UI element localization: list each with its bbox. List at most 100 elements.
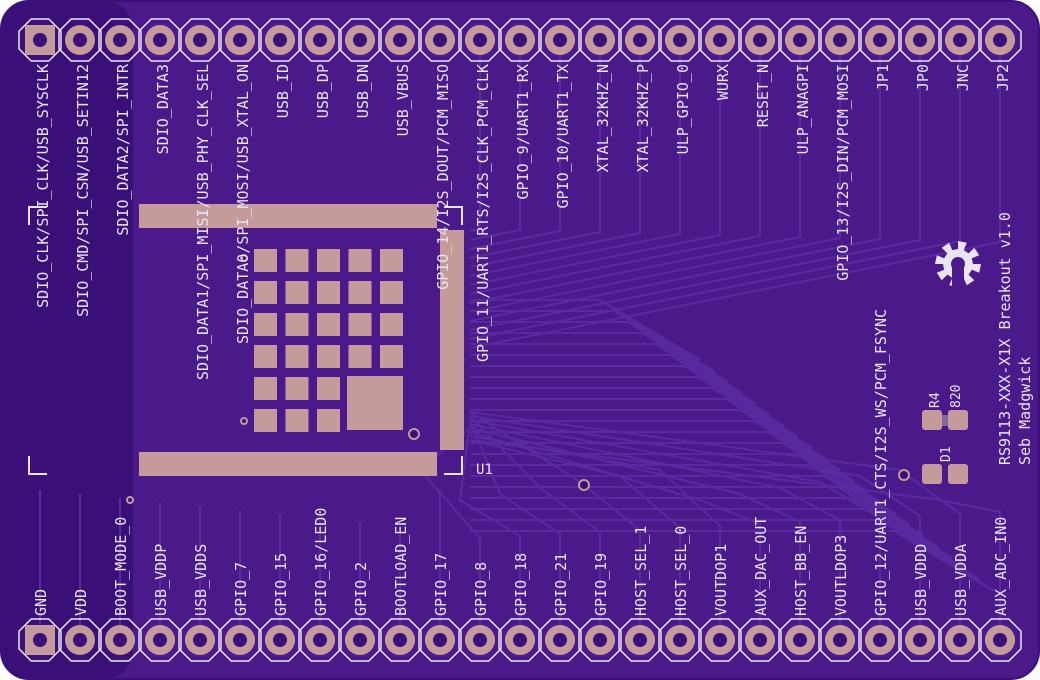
trace: [470, 431, 869, 493]
header-outline: [218, 618, 262, 662]
header-outline: [938, 618, 982, 662]
bottom-pin-label: AUX_DAC_OUT: [752, 517, 770, 616]
header-outline: [738, 618, 782, 662]
header-hole: [273, 33, 287, 47]
header-hole: [633, 633, 647, 647]
bottom-pin-label: GPIO_18: [512, 553, 530, 616]
module-pad: [317, 313, 340, 336]
module-pad-column-right: [440, 230, 464, 450]
module-pad: [348, 249, 372, 272]
trace: [469, 423, 841, 640]
trace: [469, 40, 881, 322]
header-hole: [753, 633, 767, 647]
trace: [469, 40, 1001, 349]
resistor-value: 820: [949, 385, 964, 408]
header-hole: [833, 633, 847, 647]
trace: [469, 40, 521, 241]
module-pad: [285, 313, 309, 336]
header-outline: [258, 618, 302, 662]
bottom-pin-label: HOST_SEL_1: [632, 526, 650, 616]
header-outline: [538, 618, 582, 662]
trace: [469, 40, 761, 295]
header-outline: [778, 618, 822, 662]
bottom-pin-label: GND: [32, 589, 50, 616]
bottom-pin-label: HOST_BB_EN: [792, 526, 810, 616]
via: [240, 254, 248, 262]
header-hole: [873, 33, 887, 47]
trace: [470, 376, 799, 438]
module-pad-row-bottom: [139, 452, 437, 476]
bottom-pin-label: GPIO_8: [472, 562, 490, 616]
bottom-pin-label: VOUTDOP1: [712, 544, 730, 616]
header-outline: [178, 618, 222, 662]
header-hole: [953, 33, 967, 47]
top-pin-label: ULP_GPIO_0: [674, 64, 692, 154]
trace: [469, 40, 681, 277]
header-hole: [593, 633, 607, 647]
header-hole: [633, 33, 647, 47]
via: [126, 496, 134, 504]
header-hole: [713, 33, 727, 47]
bottom-pin-label: GPIO_7: [232, 562, 250, 616]
module-pad: [254, 345, 277, 368]
header-outline: [818, 618, 862, 662]
top-pin-label: GPIO_9/UART1_RX: [514, 64, 532, 199]
top-pin-label: GPIO_11/UART1_RTS/I2S_CLK_PCM_CLK: [474, 64, 492, 362]
via: [240, 417, 248, 425]
header-outline: [378, 618, 422, 662]
header-outline: [658, 18, 702, 62]
trace: [469, 40, 921, 331]
header-hole: [113, 33, 127, 47]
top-pin-label: JP2: [994, 64, 1012, 91]
header-outline: [338, 18, 382, 62]
copper-traces: [39, 40, 1001, 640]
top-pin-label: WURX: [714, 64, 732, 100]
module-pad: [254, 313, 277, 336]
header-outline: [618, 618, 662, 662]
header-outline: [338, 618, 382, 662]
module-pad: [254, 409, 277, 432]
header-outline: [578, 618, 622, 662]
header-hole: [393, 633, 407, 647]
module-pad: [348, 345, 372, 368]
bottom-pin-label: GPIO_19: [592, 553, 610, 616]
header-outline: [898, 618, 942, 662]
header-hole: [513, 633, 527, 647]
top-pin-label: ULP_ANAGPI: [794, 64, 812, 154]
top-pin-label: RESET_N: [754, 64, 772, 127]
header-outline: [218, 18, 262, 62]
trace: [469, 40, 841, 313]
header-outline: [458, 618, 502, 662]
header-outline: [498, 618, 542, 662]
header-hole: [873, 633, 887, 647]
module-pad: [317, 345, 340, 368]
header-hole: [73, 633, 87, 647]
module-pad: [380, 313, 403, 336]
header-hole: [433, 633, 447, 647]
top-pin-label: XTAL_32KHZ_N: [594, 64, 612, 172]
module-corner-mark-bottom-right: [444, 456, 463, 475]
header-hole: [233, 633, 247, 647]
board-left-strip: [1, 1, 133, 679]
trace: [469, 40, 721, 286]
trace: [469, 40, 961, 340]
gear-notch: [952, 268, 964, 290]
bottom-pin-label: USB_VDDA: [952, 544, 970, 616]
rf-module-u1: U1: [28, 204, 493, 478]
module-center-pad-grid: [254, 249, 403, 432]
header-outline: [418, 618, 462, 662]
header-outline: [618, 18, 662, 62]
trace: [469, 439, 681, 640]
header-outline: [738, 18, 782, 62]
led-reference: D1: [939, 446, 954, 462]
module-pad: [380, 249, 403, 272]
header-outline: [898, 18, 942, 62]
trace: [470, 409, 841, 471]
header-outline: [418, 18, 462, 62]
top-pin-label: SDIO_CMD/SPI_CSN/USB_SETIN12: [74, 64, 92, 317]
header-hole: [993, 633, 1007, 647]
trace: [470, 464, 911, 526]
module-pad-row-top: [139, 204, 437, 228]
via: [898, 469, 910, 481]
